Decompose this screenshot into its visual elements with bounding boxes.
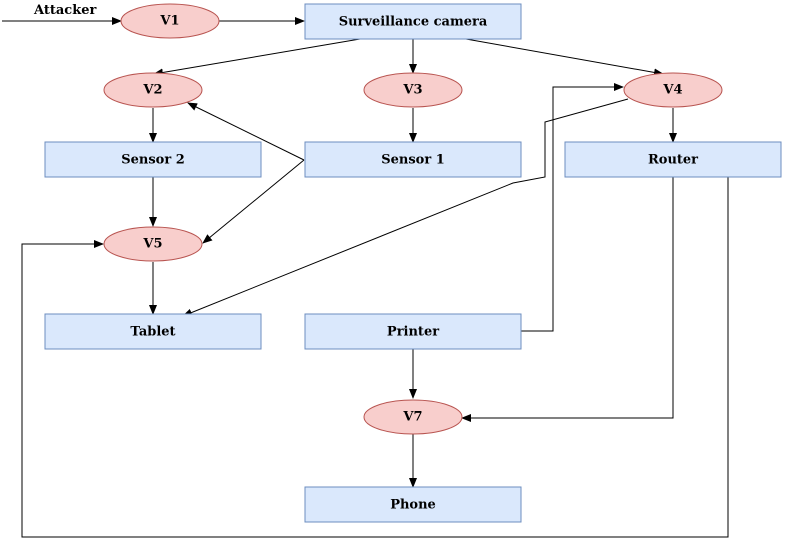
phone-label: Phone	[390, 498, 436, 513]
printer-label: Printer	[387, 325, 439, 340]
attacker-label: Attacker	[33, 3, 96, 18]
edge-sensor1-v5	[202, 159, 305, 244]
node-printer: Printer	[304, 313, 522, 350]
surveillance-camera-box	[304, 3, 522, 40]
node-v4: V4	[623, 72, 723, 108]
node-phone: Phone	[304, 486, 522, 523]
surveillance-camera-label: Surveillance camera	[339, 15, 488, 30]
v4-shape	[623, 72, 723, 108]
node-v5: V5	[103, 226, 203, 262]
node-sensor-2: Sensor 2	[44, 141, 262, 178]
v1-label: V1	[159, 14, 179, 29]
v2-label: V2	[142, 83, 162, 98]
sensor-1-label: Sensor 1	[381, 153, 445, 168]
sensor-2-label: Sensor 2	[121, 153, 185, 168]
node-v1: V1	[120, 3, 220, 39]
v2-shape	[103, 72, 203, 108]
edge-sensor1-v2	[187, 102, 305, 161]
edge-v4-tablet	[182, 98, 629, 317]
phone-box	[304, 486, 522, 523]
sensor-2-box	[44, 141, 262, 178]
node-v7: V7	[363, 399, 463, 435]
tablet-label: Tablet	[130, 325, 175, 340]
v5-shape	[103, 226, 203, 262]
router-box	[564, 141, 782, 178]
tablet-box	[44, 313, 262, 350]
v4-label: V4	[662, 83, 682, 98]
node-v2: V2	[103, 72, 203, 108]
v3-shape	[363, 72, 463, 108]
node-sensor-1: Sensor 1	[304, 141, 522, 178]
edge-router-v7	[461, 177, 674, 422]
edge-router-v5	[21, 177, 729, 538]
node-tablet: Tablet	[44, 313, 262, 350]
v3-label: V3	[402, 83, 422, 98]
v7-label: V7	[402, 410, 422, 425]
v7-shape	[363, 399, 463, 435]
node-router: Router	[564, 141, 782, 178]
v5-label: V5	[142, 237, 162, 252]
router-label: Router	[648, 153, 698, 168]
sensor-1-box	[304, 141, 522, 178]
edge-camera-v4	[465, 38, 664, 77]
edge-printer-v4	[521, 83, 624, 332]
v1-shape	[120, 3, 220, 39]
node-v3: V3	[363, 72, 463, 108]
node-surveillance-camera: Surveillance camera	[304, 3, 522, 40]
edges	[2, 17, 729, 538]
printer-box	[304, 313, 522, 350]
edge-camera-v2	[153, 38, 361, 77]
